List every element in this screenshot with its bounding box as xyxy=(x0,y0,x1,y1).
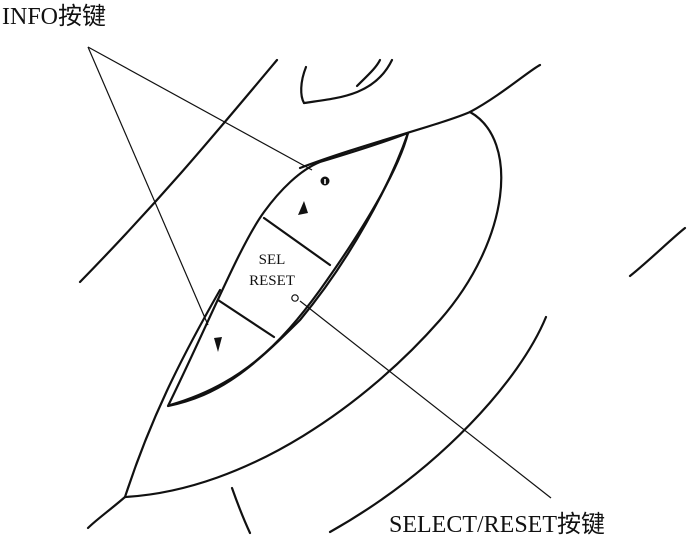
divider-top xyxy=(262,216,332,267)
down-button[interactable] xyxy=(214,337,222,352)
info-button[interactable] xyxy=(320,176,330,186)
select-reset-callout-label: SELECT/RESET按键 xyxy=(389,511,605,537)
background-curve-top-3 xyxy=(355,58,382,88)
background-curve-left xyxy=(78,58,279,284)
stalk-bottom-left xyxy=(86,495,127,530)
background-curve-bottom-right xyxy=(328,315,548,534)
reset-label: RESET xyxy=(249,273,295,289)
info-icon-glyph xyxy=(324,179,326,184)
background-curve-top-2 xyxy=(302,58,394,105)
button-panel-inner-edge xyxy=(168,131,410,407)
background-curve-right xyxy=(628,226,687,278)
info-callout-label: INFO按键 xyxy=(2,3,106,30)
stalk-lower-edge xyxy=(123,288,222,499)
info-leader-to-down xyxy=(87,46,209,326)
stalk-upper-edge-2 xyxy=(468,63,542,114)
up-arrow-icon xyxy=(298,201,308,215)
sel-reset-button[interactable]: SEL RESET xyxy=(249,252,299,302)
info-leader-to-info xyxy=(87,46,313,171)
sel-label: SEL xyxy=(259,252,286,268)
up-button[interactable] xyxy=(298,201,308,215)
select-reset-leader xyxy=(299,300,552,499)
button-panel-outline xyxy=(166,131,410,408)
down-arrow-icon xyxy=(214,337,222,352)
background-curve-top xyxy=(300,65,308,105)
stalk-bottom-stem xyxy=(230,486,252,535)
stalk-body-right xyxy=(123,110,503,499)
sel-reset-indicator-dot xyxy=(291,294,299,302)
divider-bottom xyxy=(216,298,276,339)
